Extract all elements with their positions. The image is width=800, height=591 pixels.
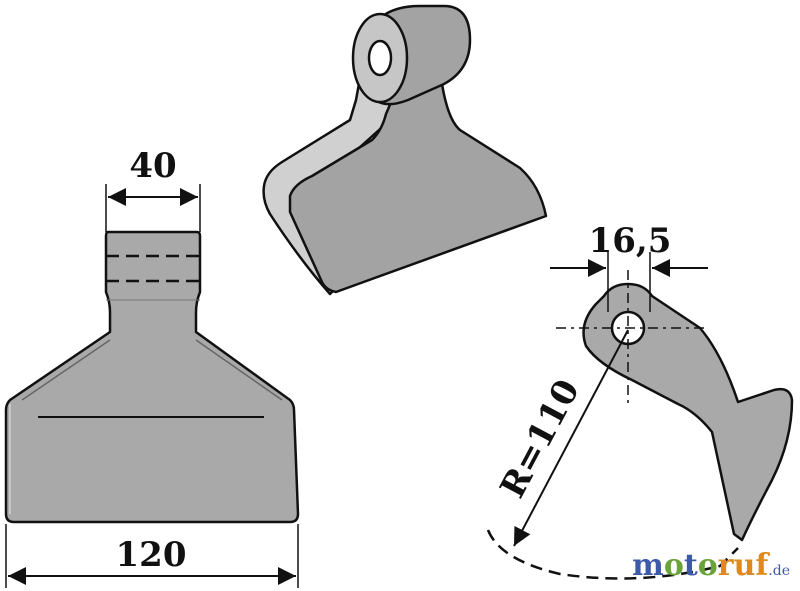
- dimension-hole-diameter: 16,5: [550, 221, 708, 312]
- dimension-radius-arc: [486, 529, 739, 580]
- dimension-top-width-label: 40: [129, 146, 176, 186]
- dimension-hole-diameter-label: 16,5: [589, 221, 672, 261]
- front-view-shoulder-left: [21, 339, 111, 401]
- side-view: [556, 270, 794, 542]
- perspective-view-blade-face: [288, 82, 548, 294]
- dimension-bottom-width-label: 120: [116, 535, 187, 575]
- dimension-bottom-width: 120: [5, 524, 299, 588]
- front-view-blade: [4, 230, 300, 524]
- perspective-view: [262, 4, 548, 296]
- motoruf-logo: motoruf.de: [632, 548, 790, 583]
- dimension-top-width: 40: [105, 146, 201, 232]
- perspective-view-hub-bore: [367, 39, 393, 77]
- front-view-shoulder-right: [195, 339, 283, 401]
- front-view: [4, 230, 300, 524]
- dimension-radius-label: R=110: [493, 373, 588, 505]
